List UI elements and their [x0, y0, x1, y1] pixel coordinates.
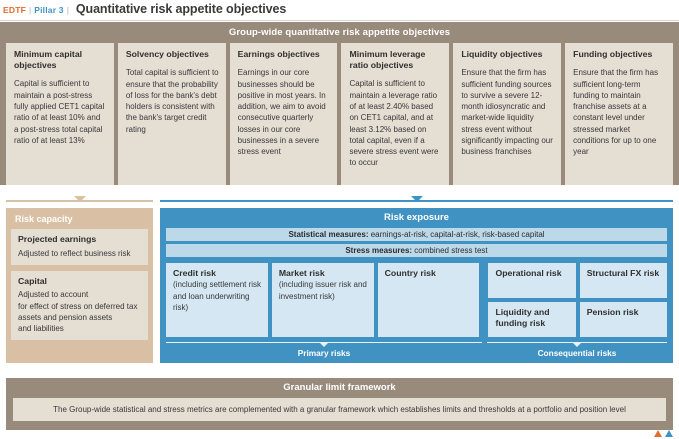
risk-title: Structural FX risk [586, 268, 660, 278]
down-arrow-icon [410, 196, 423, 202]
bracket-primary-risks: Primary risks [166, 342, 482, 362]
consequential-risks-row-2: Liquidity and funding risk Pension risk [488, 302, 668, 337]
triangle-teal-icon [665, 430, 673, 437]
page-header: EDTF | Pillar 3 | Quantitative risk appe… [0, 0, 679, 19]
objective-body: Ensure that the firm has sufficient long… [573, 68, 659, 157]
objective-card-liquidity: Liquidity objectives Ensure that the fir… [453, 43, 562, 185]
connector-arrow-risk-capacity [6, 196, 153, 205]
risk-title: Country risk [384, 268, 436, 278]
risk-exposure-panel: Risk exposure Statistical measures: earn… [160, 208, 673, 363]
objective-body: Total capital is sufficient to ensure th… [125, 68, 219, 134]
granular-limit-framework-title: Granular limit framework [283, 382, 396, 393]
bracket-label: Primary risks [297, 348, 351, 358]
statistical-measures-label: Statistical measures: [288, 230, 369, 239]
primary-risks-group: Credit risk (including settlement risk a… [166, 263, 480, 337]
objective-title: Minimum leverage ratio objectives [349, 49, 426, 71]
connector-arrow-risk-exposure [160, 196, 673, 205]
risk-capacity-card-capital: Capital Adjusted to account for effect o… [11, 270, 148, 341]
stress-measures-value: combined stress test [412, 246, 488, 255]
objective-body: Capital is sufficient to maintain a post… [14, 79, 105, 145]
edtf-label: EDTF [3, 5, 26, 15]
objective-title: Liquidity objectives [461, 49, 543, 59]
risk-box-structural-fx-risk: Structural FX risk [579, 263, 668, 298]
group-wide-objectives-title: Group-wide quantitative risk appetite ob… [228, 27, 451, 38]
objective-title: Earnings objectives [237, 49, 320, 59]
card-body: Adjusted to account for effect of stress… [18, 290, 138, 334]
objective-title: Funding objectives [573, 49, 653, 59]
down-arrow-icon [319, 342, 329, 347]
objectives-columns: Minimum capital objectives Capital is su… [6, 43, 673, 185]
statistical-measures-bar: Statistical measures: earnings-at-risk, … [166, 228, 667, 241]
objective-body: Ensure that the firm has sufficient fund… [461, 68, 553, 157]
objective-body: Earnings in our core businesses should b… [237, 68, 326, 157]
objective-card-minimum-capital: Minimum capital objectives Capital is su… [6, 43, 114, 185]
granular-limit-framework-body: The Group-wide statistical and stress me… [13, 398, 666, 421]
risk-capacity-title: Risk capacity [15, 214, 73, 224]
pillar3-label: Pillar 3 [34, 5, 64, 15]
risk-exposure-title: Risk exposure [384, 212, 449, 223]
down-arrow-icon [73, 196, 86, 202]
down-arrow-icon [572, 342, 582, 347]
risk-box-operational-risk: Operational risk [488, 263, 576, 298]
header-separator-1: | [29, 5, 32, 15]
risk-categories-grid: Credit risk (including settlement risk a… [166, 263, 668, 337]
triangle-orange-icon [654, 430, 662, 437]
middle-section: Risk capacity Projected earnings Adjuste… [0, 196, 679, 366]
objective-title: Solvency objectives [125, 49, 209, 59]
risk-box-country-risk: Country risk [377, 263, 480, 337]
card-body: Adjusted to reflect business risk [18, 248, 131, 258]
consequential-risks-row-1: Operational risk Structural FX risk [488, 263, 668, 298]
risk-capacity-panel: Risk capacity Projected earnings Adjuste… [6, 208, 153, 363]
objective-title: Minimum capital objectives [14, 49, 83, 71]
bracket-consequential-risks: Consequential risks [487, 342, 667, 362]
stress-measures-bar: Stress measures: combined stress test [166, 244, 667, 257]
granular-limit-framework-panel: Granular limit framework The Group-wide … [6, 378, 673, 430]
risk-body: (including settlement risk and loan unde… [173, 280, 262, 312]
risk-box-credit-risk: Credit risk (including settlement risk a… [166, 263, 268, 337]
bracket-label: Consequential risks [537, 348, 617, 358]
risk-body: (including issuer risk and investment ri… [278, 280, 367, 301]
risk-capacity-card-projected-earnings: Projected earnings Adjusted to reflect b… [11, 229, 148, 265]
objective-body: Capital is sufficient to maintain a leve… [349, 79, 439, 168]
page-title: Quantitative risk appetite objectives [75, 2, 287, 16]
objective-card-funding: Funding objectives Ensure that the firm … [565, 43, 673, 185]
risk-box-pension-risk: Pension risk [579, 302, 668, 337]
risk-box-market-risk: Market risk (including issuer risk and i… [271, 263, 374, 337]
statistical-measures-value: earnings-at-risk, capital-at-risk, risk-… [368, 230, 545, 239]
corner-marks [654, 430, 673, 437]
risk-title: Market risk [278, 268, 325, 278]
stress-measures-label: Stress measures: [345, 246, 413, 255]
header-separator-2: | [66, 5, 69, 15]
card-title: Capital [18, 275, 47, 286]
header-divider [0, 20, 679, 21]
risk-box-liquidity-and-funding-risk: Liquidity and funding risk [488, 302, 576, 337]
risk-title: Pension risk [586, 307, 639, 317]
objective-card-solvency: Solvency objectives Total capital is suf… [117, 43, 226, 185]
objective-card-earnings: Earnings objectives Earnings in our core… [229, 43, 338, 185]
risk-group-brackets: Primary risks Consequential risks [160, 342, 673, 362]
objective-card-minimum-leverage-ratio: Minimum leverage ratio objectives Capita… [341, 43, 450, 185]
risk-title: Credit risk [173, 268, 216, 278]
consequential-risks-group: Operational risk Structural FX risk Liqu… [488, 263, 668, 337]
risk-title: Liquidity and funding risk [495, 307, 550, 329]
card-title: Projected earnings [18, 234, 97, 244]
risk-title: Operational risk [495, 268, 562, 278]
group-wide-objectives-band: Group-wide quantitative risk appetite ob… [0, 22, 679, 185]
